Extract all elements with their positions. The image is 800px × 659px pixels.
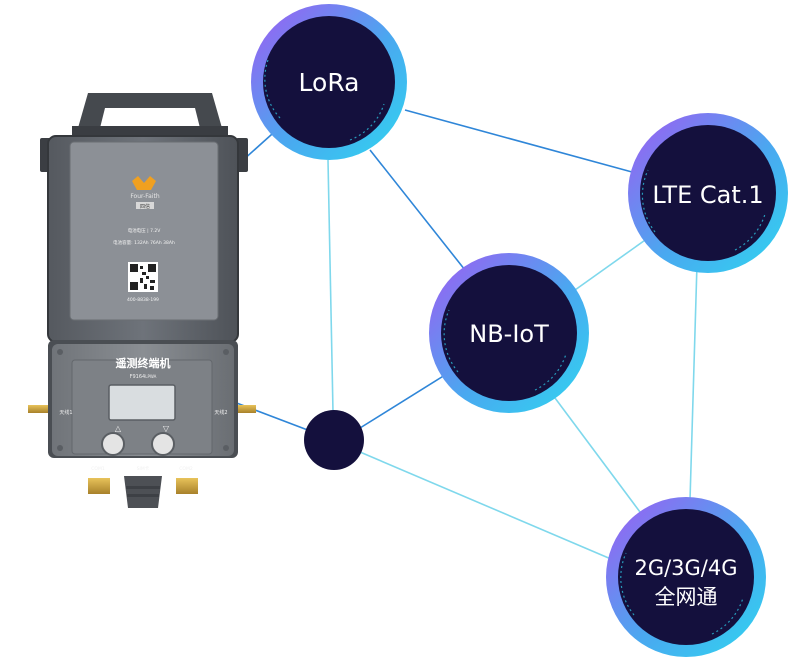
cable-gland	[124, 476, 162, 508]
hub-node	[304, 410, 364, 470]
link-lora-lte	[404, 109, 633, 173]
link-lte-cellular	[689, 263, 698, 501]
device-front-panel	[70, 142, 218, 320]
brand-logo: Four-Faith 四信	[130, 176, 160, 210]
node-nbiot: NB-IoT	[429, 253, 589, 413]
port-com1-label: COM1	[91, 466, 105, 472]
device-illustration: Four-Faith 四信 电池电压 | 7.2V 电池容量: 132Ah 76…	[28, 93, 256, 508]
down-arrow-icon: ▽	[163, 424, 170, 433]
down-button[interactable]	[151, 432, 175, 456]
brand-sub: 四信	[140, 203, 150, 210]
link-hub-cellular	[359, 451, 619, 563]
phone-number: 400-8838-199	[127, 297, 159, 303]
link-lora-hub	[327, 159, 334, 413]
node-lora: LoRa	[251, 4, 407, 160]
up-button[interactable]	[101, 432, 125, 456]
link-nbiot-lte	[574, 237, 649, 291]
device-name: 遥测终端机	[116, 356, 171, 370]
node-cellular: 2G/3G/4G 全网通	[606, 497, 766, 657]
node-lte-label: LTE Cat.1	[652, 181, 763, 209]
up-arrow-icon: △	[115, 424, 122, 433]
node-cellular-line1: 2G/3G/4G	[634, 556, 737, 580]
node-cellular-line2: 全网通	[655, 585, 718, 609]
antenna-right-label: 天线2	[214, 409, 227, 416]
link-hub-nbiot	[359, 374, 446, 429]
brand-name: Four-Faith	[130, 193, 160, 200]
link-nbiot-cellular	[554, 397, 641, 513]
node-nbiot-label: NB-IoT	[469, 320, 549, 348]
link-lora-nbiot	[369, 149, 466, 271]
model-suffix: LPWA	[145, 374, 156, 379]
node-lora-label: LoRa	[299, 68, 360, 97]
port-com2-label: COM2	[179, 466, 193, 472]
voltage-label: 电池电压 | 7.2V	[128, 227, 162, 234]
device-handle	[78, 93, 222, 128]
node-lte: LTE Cat.1	[628, 113, 788, 273]
antenna-left-label: 天线1	[59, 409, 72, 416]
model-number: F9164	[130, 374, 146, 380]
connection-lines	[231, 81, 698, 563]
device-lcd-screen	[108, 384, 176, 421]
qr-code	[128, 262, 158, 292]
capacity-label: 电池容量: 132Ah 76Ah 38Ah	[113, 239, 175, 246]
model-text: F9164LPWA	[130, 374, 157, 380]
port-sim-label: SIM卡	[137, 465, 150, 472]
